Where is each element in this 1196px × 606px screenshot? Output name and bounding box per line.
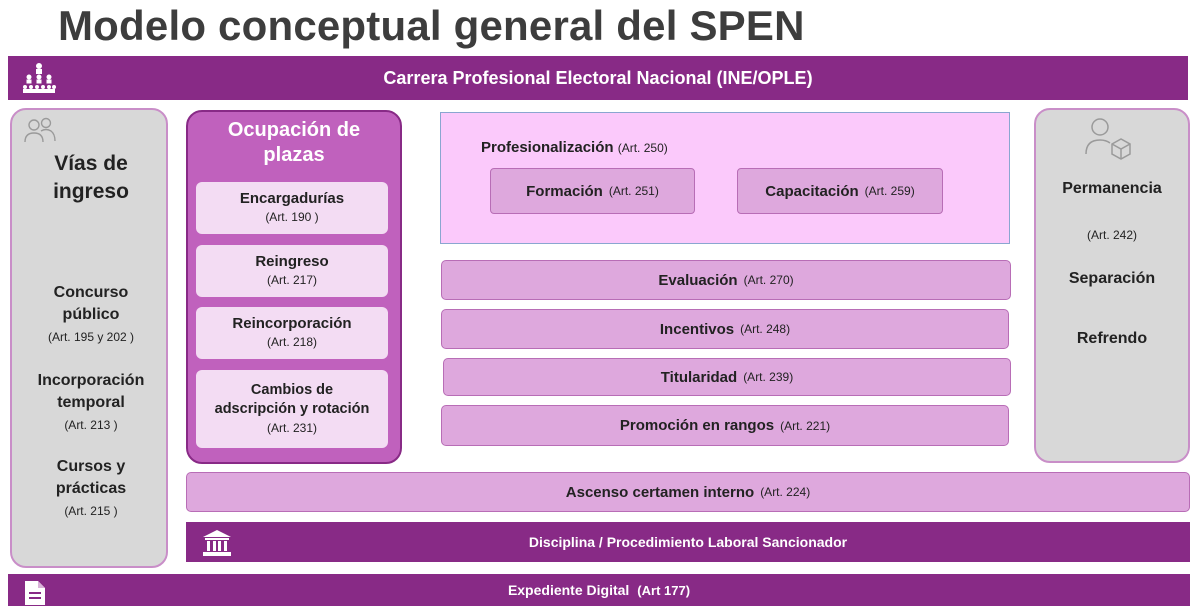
- profesionalizacion-label: Profesionalización: [481, 139, 614, 156]
- formacion-label: Formación: [526, 182, 603, 200]
- row-art: (Art. 239): [743, 370, 794, 384]
- promocion-row: Promoción en rangos (Art. 221): [441, 405, 1009, 446]
- ingreso-heading-2: ingreso: [53, 180, 129, 203]
- incentivos-row: Incentivos (Art. 248): [441, 309, 1009, 349]
- ingreso-item: Incorporación temporal (Art. 213 ): [12, 370, 170, 436]
- ocupacion-item: Reincorporación (Art. 218): [196, 307, 388, 359]
- ingreso-panel: Vías de ingreso Concurso público (Art. 1…: [10, 108, 168, 568]
- ingreso-item: Cursos y prácticas (Art. 215 ): [12, 456, 170, 522]
- ingreso-item-line: Incorporación: [37, 372, 145, 389]
- capacitacion-art: (Art. 259): [864, 184, 915, 198]
- row-art: (Art. 270): [743, 273, 794, 287]
- ingreso-item-art: (Art. 195 y 202 ): [47, 330, 135, 344]
- refrendo-label: Refrendo: [1076, 330, 1148, 347]
- ingreso-item-line: público: [62, 306, 120, 323]
- separacion-label: Separación: [1068, 270, 1156, 287]
- users-icon: [24, 117, 56, 143]
- permanencia-art: (Art. 242): [1086, 228, 1137, 242]
- row-art: (Art. 221): [780, 418, 831, 433]
- expediente-label: Expediente Digital: [507, 582, 630, 598]
- ingreso-item-art: (Art. 213 ): [64, 418, 118, 432]
- profesionalizacion-heading: Profesionalización (Art. 250): [481, 139, 668, 156]
- ingreso-item: Concurso público (Art. 195 y 202 ): [12, 282, 170, 348]
- ocupacion-item-art: (Art. 218): [266, 335, 317, 349]
- row-label: Titularidad: [660, 368, 738, 386]
- ocupacion-item: Encargadurías (Art. 190 ): [196, 182, 388, 234]
- ascenso-art: (Art. 224): [760, 485, 811, 499]
- top-band: Carrera Profesional Electoral Nacional (…: [8, 56, 1188, 100]
- ascenso-label: Ascenso certamen interno: [565, 483, 755, 501]
- ocupacion-item: Reingreso (Art. 217): [196, 245, 388, 297]
- formacion-art: (Art. 251): [608, 184, 659, 198]
- ocupacion-item-label: adscripción y rotación: [214, 400, 370, 417]
- expediente-art: (Art 177): [637, 582, 691, 598]
- ascenso-row: Ascenso certamen interno (Art. 224): [186, 472, 1190, 512]
- row-label: Promoción en rangos: [619, 417, 775, 434]
- permanencia-panel: Permanencia (Art. 242) Separación Refren…: [1034, 108, 1190, 463]
- org-chart-icon: [23, 63, 56, 93]
- disciplina-label: Disciplina / Procedimiento Laboral Sanci…: [528, 534, 848, 550]
- capacitacion-label: Capacitación: [765, 182, 859, 200]
- permanencia-label: Permanencia: [1062, 180, 1162, 197]
- ocupacion-item-art: (Art. 217): [266, 273, 317, 287]
- ocupacion-item: Cambios de adscripción y rotación (Art. …: [196, 370, 388, 448]
- ocupacion-heading-1: Ocupación de: [227, 119, 361, 141]
- top-band-label: Carrera Profesional Electoral Nacional (…: [383, 67, 813, 88]
- ocupacion-item-art: (Art. 231): [266, 420, 317, 435]
- row-art: (Art. 248): [740, 322, 791, 336]
- disciplina-band: Disciplina / Procedimiento Laboral Sanci…: [186, 522, 1190, 562]
- user-box-icon: [1085, 118, 1131, 160]
- ingreso-item-line: temporal: [57, 394, 125, 411]
- ingreso-item-line: prácticas: [55, 480, 127, 497]
- building-icon: [203, 530, 231, 556]
- ingreso-heading-1: Vías de: [54, 152, 128, 175]
- expediente-band: Expediente Digital (Art 177): [8, 574, 1190, 606]
- ocupacion-item-art: (Art. 190 ): [265, 210, 319, 224]
- formacion-box: Formación (Art. 251): [490, 168, 695, 214]
- evaluacion-row: Evaluación (Art. 270): [441, 260, 1011, 300]
- page-title: Modelo conceptual general del SPEN: [58, 2, 805, 49]
- document-icon: [25, 581, 45, 605]
- ocupacion-item-label: Reincorporación: [232, 315, 352, 332]
- ingreso-item-line: Concurso: [53, 284, 129, 301]
- profesionalizacion-art: (Art. 250): [617, 141, 668, 155]
- ocupacion-heading-2: plazas: [263, 144, 325, 166]
- row-label: Evaluación: [658, 271, 738, 289]
- row-label: Incentivos: [659, 320, 735, 338]
- ocupacion-item-label: Reingreso: [255, 253, 329, 270]
- ingreso-item-line: Cursos y: [56, 458, 126, 475]
- titularidad-row: Titularidad (Art. 239): [443, 358, 1011, 396]
- ocupacion-item-label: Encargadurías: [239, 190, 345, 207]
- capacitacion-box: Capacitación (Art. 259): [737, 168, 943, 214]
- ocupacion-item-label: Cambios de: [250, 381, 334, 398]
- ingreso-item-art: (Art. 215 ): [64, 504, 118, 518]
